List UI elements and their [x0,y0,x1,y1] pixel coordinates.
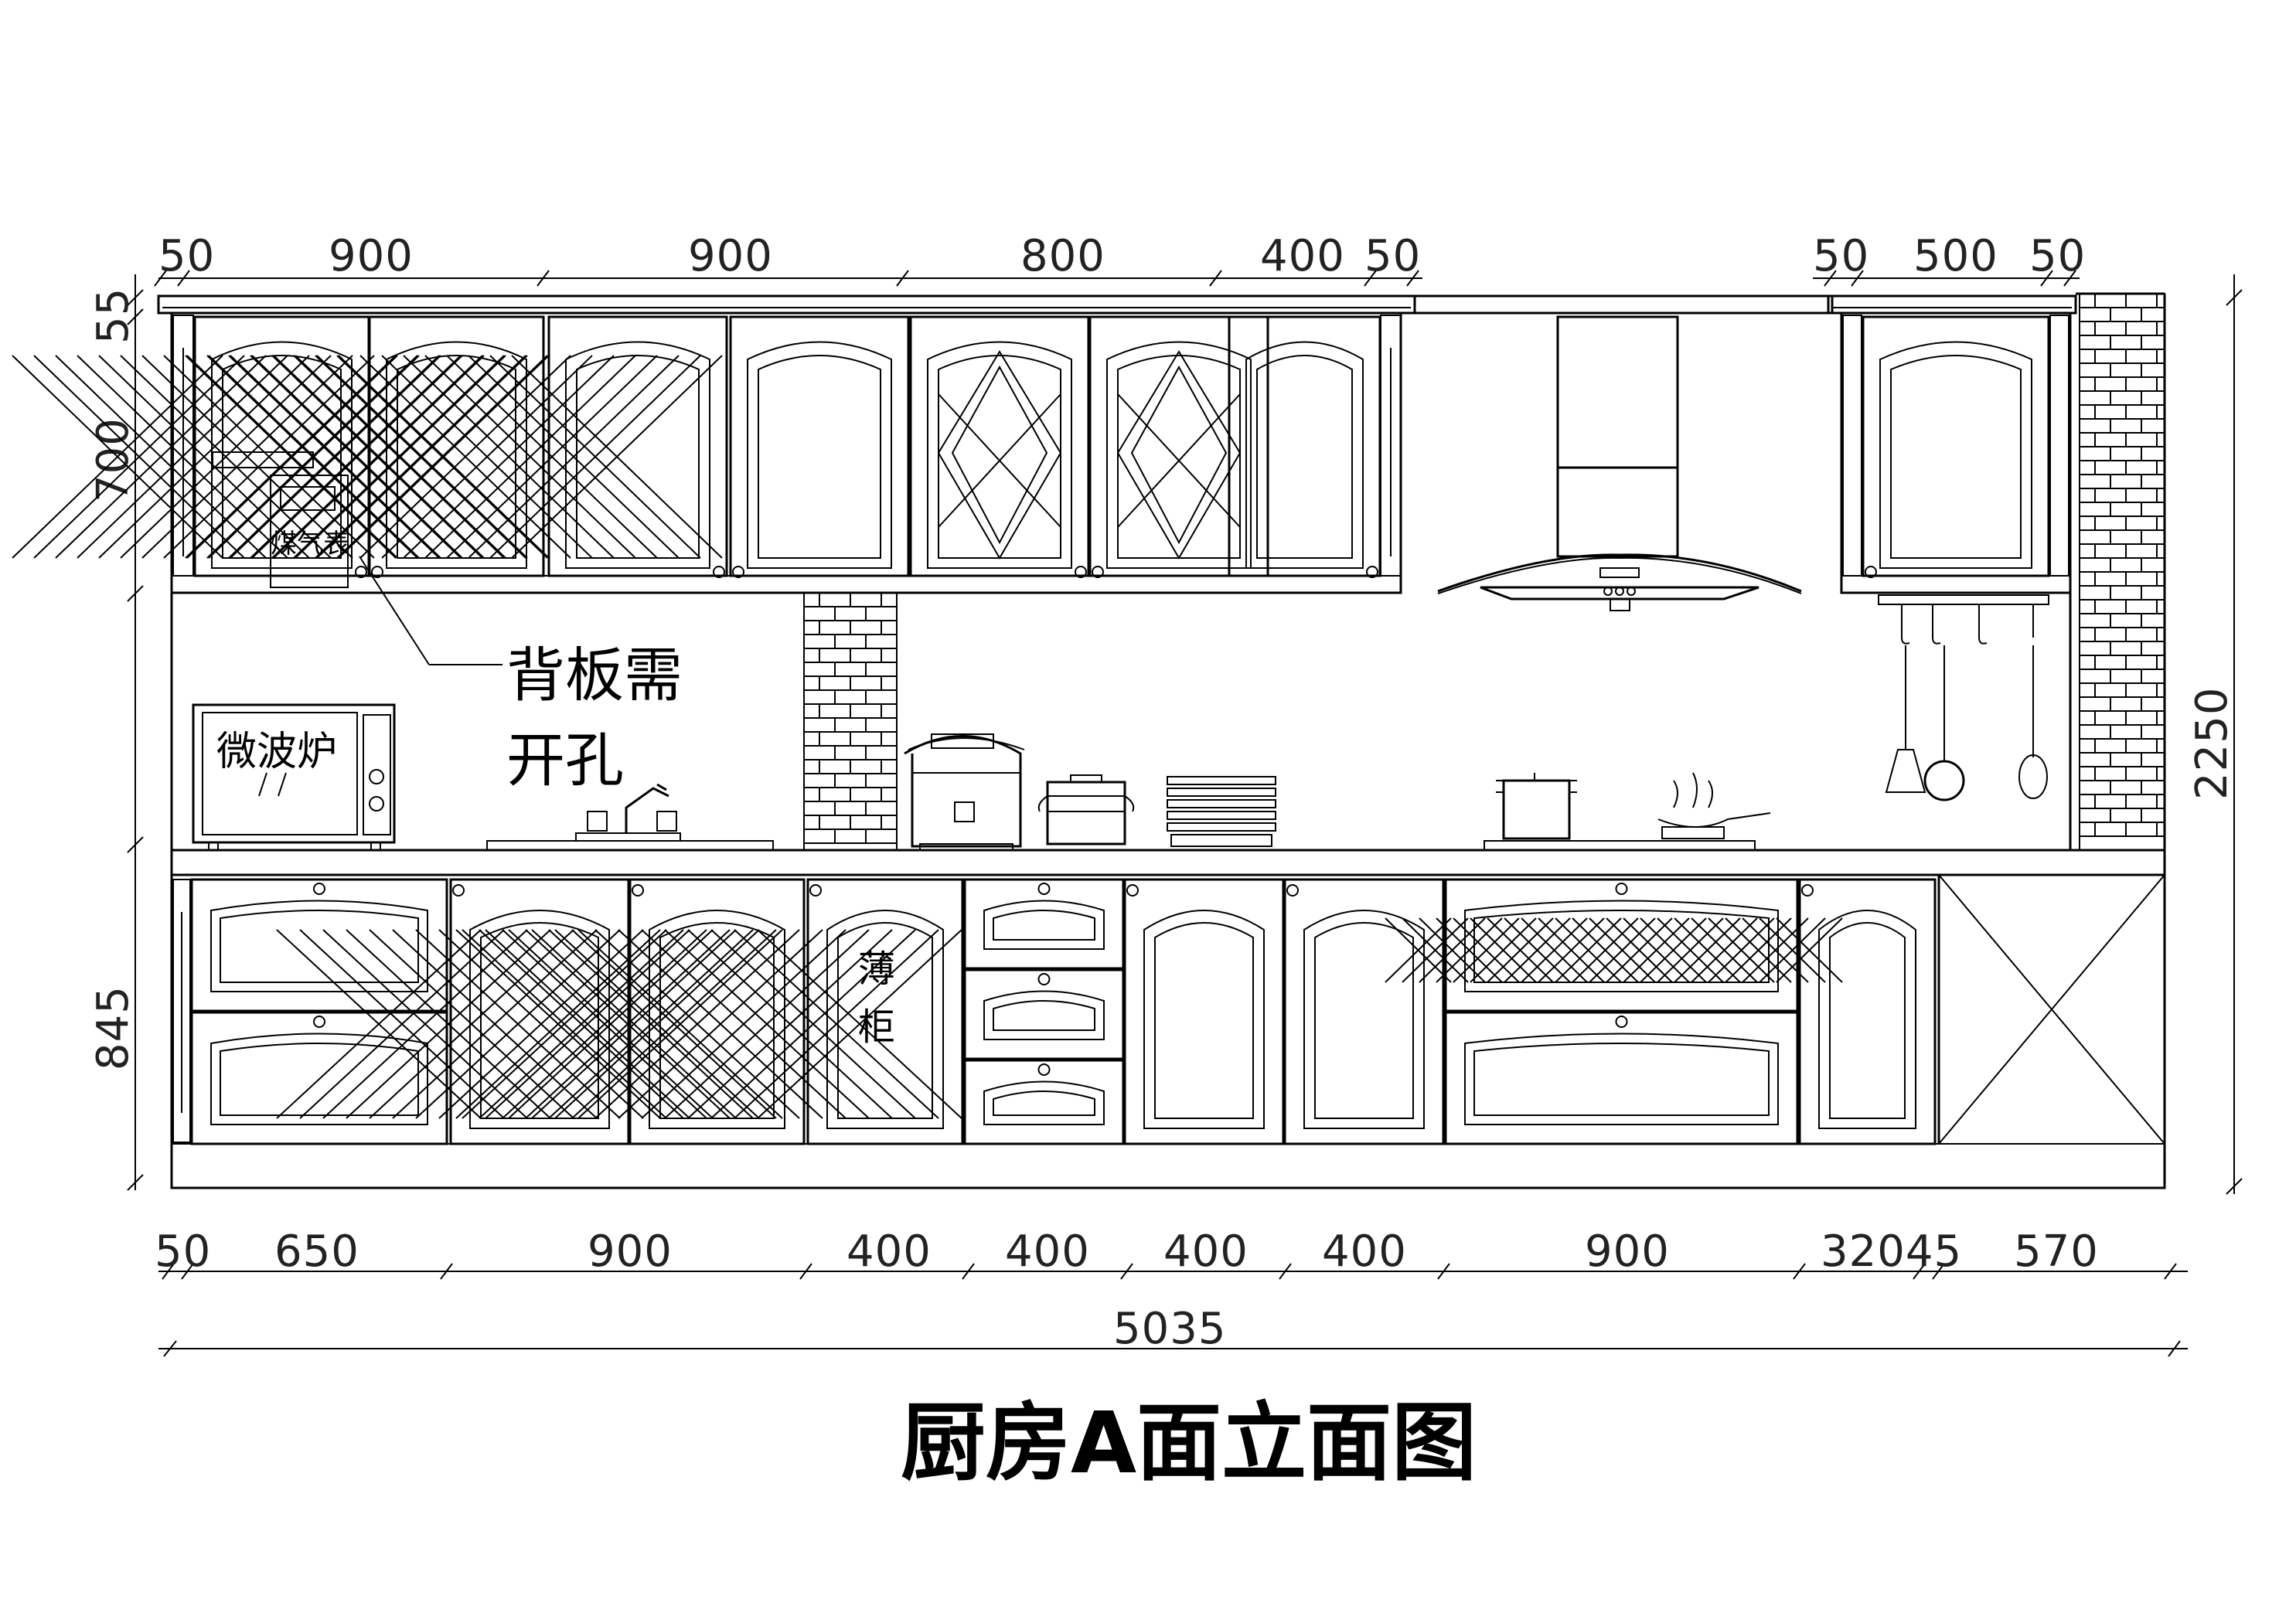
upper-door [1862,315,2050,578]
dim-right-2250: 2250 [2187,686,2237,800]
range-hood [1437,315,1802,611]
dim-top-3: 900 [688,231,773,281]
dim-top-7: 50 [1813,231,1869,281]
base-drawer [190,878,448,1012]
base-doors [190,878,1937,1145]
sink-and-faucet [486,783,774,851]
steamer-pot [1037,774,1135,846]
dim-top-1: 50 [158,231,215,281]
dim-bottom-3: 900 [588,1227,673,1277]
gas-meter: 煤气表 [212,451,502,665]
thin-cabinet-label-2: 柜 [858,1005,895,1049]
dim-top-2: 900 [329,231,414,281]
dim-bottom-1: 50 [155,1227,211,1277]
dim-top-5: 400 [1260,231,1345,281]
upper-doors [12,315,2050,578]
base-drawer [1444,1011,1799,1145]
dim-bottom-6: 400 [1163,1227,1248,1277]
dim-bottom-9: 32045 [1821,1227,1962,1277]
base-door [1798,878,1937,1145]
utensil-rack [1878,594,2049,801]
upper-door [729,315,910,578]
gas-meter-label: 煤气表 [271,529,349,560]
base-drawer [963,1059,1125,1145]
right-dimensions: 2250 [2187,274,2243,1195]
microwave-label: 微波炉 [216,729,337,775]
dim-top-4: 800 [1020,231,1105,281]
dim-bottom-5: 400 [1005,1227,1090,1277]
bottom-dimensions: 50 650 900 400 400 400 400 900 32045 570… [155,1227,2188,1357]
dim-top-9: 50 [2029,231,2086,281]
upper-door [909,315,1090,578]
upper-door [547,315,728,578]
dim-left-55: 55 [88,288,138,344]
upper-cabinets [157,294,2077,594]
back-panel-note-line1: 背板需 [506,641,683,709]
countertop [170,849,2166,876]
dim-total: 5035 [1113,1304,1227,1354]
dim-top-8: 500 [1913,231,1998,281]
dim-bottom-4: 400 [847,1227,932,1277]
dim-left-845: 845 [88,985,138,1070]
base-door [806,878,964,1145]
base-drawer [963,968,1125,1060]
top-dimension-line [154,270,2080,287]
base-door [1123,878,1285,1145]
dim-bottom-7: 400 [1322,1227,1407,1277]
upper-door [1088,315,1269,578]
drawing-title: 厨房A面立面图 [901,1393,1477,1492]
dim-bottom-8: 900 [1585,1227,1670,1277]
base-drawer [1385,878,1843,1012]
gas-stove-with-pot-and-pan [1484,772,1771,851]
microwave: 微波炉 [192,703,396,851]
base-drawer [963,878,1125,970]
back-panel-note-line2: 开孔 [506,726,624,794]
thin-cabinet-label-1: 薄 [858,948,895,991]
rice-cooker [904,733,1025,851]
base-door [276,878,783,1145]
thin-cabinet-label: 薄 柜 [858,948,895,1049]
dim-bottom-10: 570 [2014,1227,2099,1277]
upper-door [1228,315,1381,578]
upper-door [12,315,548,578]
dim-bottom-2: 650 [274,1227,359,1277]
brick-panel [2079,293,2165,851]
base-door [1283,878,1445,1145]
plate-stack [1167,776,1276,847]
back-panel-note: 背板需 开孔 [506,641,683,794]
base-door [455,878,962,1145]
top-dimensions: 50 900 900 800 400 50 50 500 50 [158,231,2086,281]
brick-panel [803,592,898,851]
brick-backsplash [803,293,2165,851]
